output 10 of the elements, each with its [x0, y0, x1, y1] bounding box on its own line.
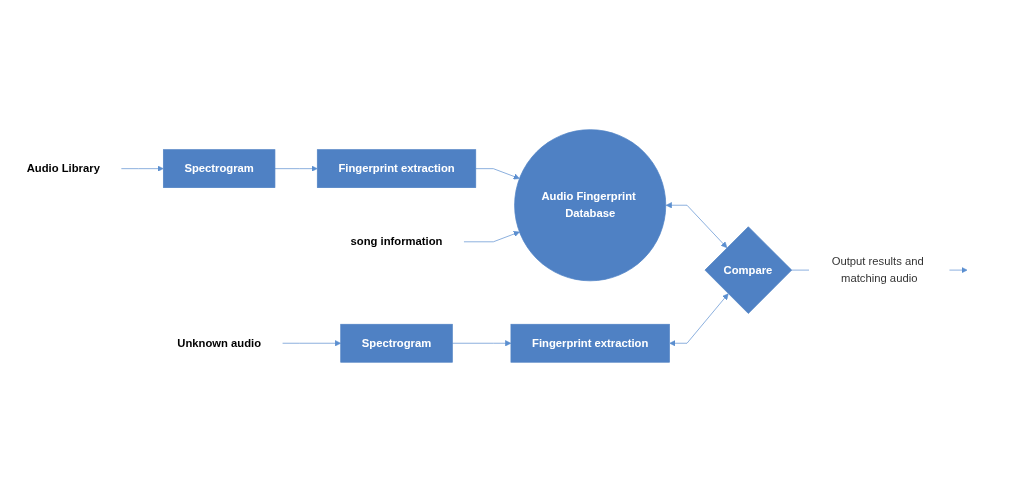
node-box: Spectrogram	[340, 323, 453, 363]
node-text: Unknown audio	[177, 336, 262, 349]
node-box: Fingerprint extraction	[316, 149, 477, 189]
node-box: Fingerprint extraction	[510, 323, 670, 363]
node-diamond: Compare	[704, 226, 793, 314]
node-box: Spectrogram	[163, 149, 276, 189]
node-text: Audio Library	[26, 162, 100, 175]
edge-label: Output results and matching audio	[831, 255, 924, 285]
node-text: song information	[350, 235, 443, 248]
node-circle: Audio Fingerprint Database	[514, 129, 667, 282]
